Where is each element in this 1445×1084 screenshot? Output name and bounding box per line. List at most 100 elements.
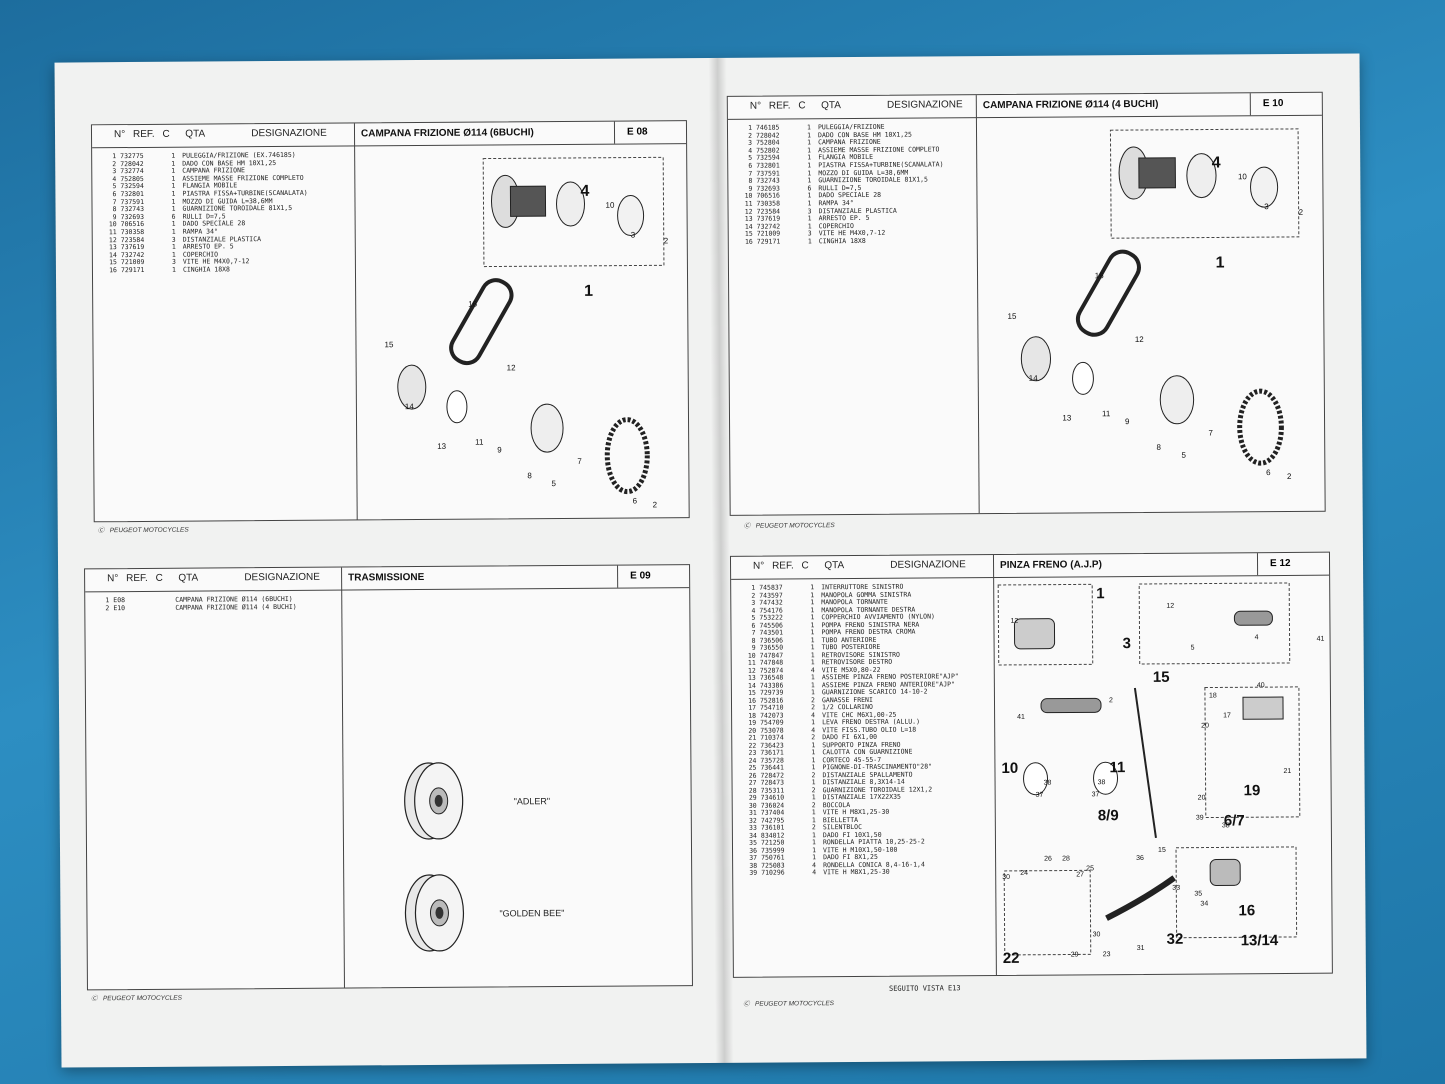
callout-label: 4	[1212, 154, 1221, 171]
callout-label: 12	[507, 363, 517, 372]
page-e08: N° REF. C QTA DESIGNAZIONE CAMPANA FRIZI…	[90, 120, 690, 523]
callout-label: 18	[1209, 692, 1217, 699]
switch-part	[1013, 618, 1056, 650]
callout-label: 8/9	[1098, 807, 1119, 824]
caliper-outline	[1175, 846, 1298, 939]
clutch-bell-part	[1250, 166, 1279, 208]
callout-label: 28	[1062, 855, 1070, 862]
callout-label: 38	[1044, 780, 1052, 787]
callout-label: 35	[1194, 891, 1202, 898]
callout-label: 27	[1076, 871, 1084, 878]
master-cylinder-part	[1242, 696, 1284, 720]
switch-group-outline	[997, 583, 1094, 666]
footer-brand: Ⓒ PEUGEOT MOTOCYCLES	[97, 526, 189, 535]
callout-label: 14	[405, 402, 415, 411]
callout-label: 6	[633, 497, 638, 506]
callout-label: 15	[1153, 669, 1170, 686]
callout-label: 25	[1086, 865, 1094, 872]
callout-label: 26	[1044, 856, 1052, 863]
callout-label: 5	[1191, 645, 1195, 652]
callout-label: 10	[1001, 760, 1018, 777]
callout-label: 12	[1166, 603, 1174, 610]
callout-label: 37	[1092, 791, 1100, 798]
callout-label: 36	[1136, 855, 1144, 862]
section-title: PINZA FRENO (A.J.P)	[992, 554, 1102, 578]
callout-label: 12	[1135, 335, 1145, 344]
link-arm-part	[1105, 875, 1176, 921]
row-number: 39	[749, 868, 758, 877]
callout-label: 9	[1125, 417, 1130, 426]
callout-label: 4	[1255, 634, 1259, 641]
master-cylinder-outline	[1204, 686, 1301, 819]
callout-label: 30	[1002, 874, 1010, 881]
callout-label: 41	[1317, 636, 1325, 643]
row-designation: CINGHIA 18X8	[182, 265, 230, 274]
row-designation: CINGHIA 18X8	[818, 236, 866, 246]
callout-label: 6/7	[1224, 812, 1245, 829]
row-qty: 1	[171, 265, 176, 274]
mirror-left-part	[1023, 762, 1049, 796]
callout-label: 3	[1264, 202, 1269, 211]
page-e12: N° REF. C QTA DESIGNAZIONE PINZA FRENO (…	[729, 551, 1333, 978]
callout-label: 2	[1299, 208, 1304, 217]
callout-label: 2	[653, 500, 658, 509]
callout-label: 24	[1020, 870, 1028, 877]
callout-label: 10	[605, 201, 615, 210]
row-ref: E10	[113, 603, 126, 612]
mirror-right-part	[1093, 761, 1119, 795]
row-qty: 1	[807, 237, 812, 246]
callout-label: 20	[1201, 723, 1209, 730]
callout-label: 1	[584, 283, 593, 300]
callout-label: 16	[468, 300, 478, 309]
adler-pulley-drawing	[404, 762, 464, 840]
callout-label: 31	[1137, 945, 1145, 952]
section-title: TRASMISSIONE	[341, 566, 425, 590]
callout-label: 21	[1283, 768, 1291, 775]
callout-label: 23	[1103, 951, 1111, 958]
row-number: 16	[109, 266, 117, 275]
section-code: E 12	[1256, 552, 1330, 576]
continued-reference: SEGUITO VISTA E13	[888, 984, 961, 993]
callout-label: 3	[631, 231, 636, 240]
spring-part	[1138, 157, 1176, 189]
cover-part	[1020, 336, 1052, 382]
callout-label: 12	[1010, 618, 1018, 625]
callout-label: 11	[1102, 409, 1111, 418]
section-code: E 10	[1249, 92, 1322, 116]
callout-label: 2	[1287, 472, 1292, 481]
section-title: CAMPANA FRIZIONE Ø114 (4 BUCHI)	[975, 93, 1159, 118]
right-grip-outline	[1138, 582, 1291, 665]
clutch-weights-part	[556, 181, 586, 227]
clutch-bell-part	[617, 195, 645, 237]
row-qty: 4	[812, 868, 817, 877]
row-ref: 729171	[756, 237, 781, 246]
callout-label: 7	[577, 457, 582, 466]
callout-label: 13	[437, 442, 447, 451]
copyright-icon: Ⓒ	[91, 995, 98, 1003]
section-code: E 09	[617, 565, 690, 588]
callout-label: 14	[1029, 374, 1039, 383]
row-ref: 710296	[761, 868, 785, 877]
callout-label: 16	[1095, 271, 1105, 280]
callout-label: 2	[664, 236, 669, 245]
callout-label: 8	[1156, 443, 1161, 452]
brake-hose-part	[1133, 687, 1157, 839]
callout-label: 13	[1062, 413, 1072, 422]
callout-label: 19	[1244, 782, 1261, 799]
callout-label: 4	[580, 183, 589, 200]
copyright-icon: Ⓒ	[743, 522, 751, 530]
section-code: E 08	[613, 121, 687, 144]
page-header: N° REF. C QTA DESIGNAZIONE CAMPANA FRIZI…	[727, 92, 1322, 120]
clutch-assembly-outline	[482, 156, 665, 268]
flange-part	[530, 403, 564, 453]
callout-label: 6	[1266, 468, 1271, 477]
support-outline	[1003, 869, 1092, 956]
callout-label: 11	[1109, 759, 1125, 776]
footer-brand: Ⓒ PEUGEOT MOTOCYCLES	[743, 522, 835, 530]
fan-plate-part	[604, 417, 650, 495]
callout-label: 37	[1036, 792, 1044, 799]
